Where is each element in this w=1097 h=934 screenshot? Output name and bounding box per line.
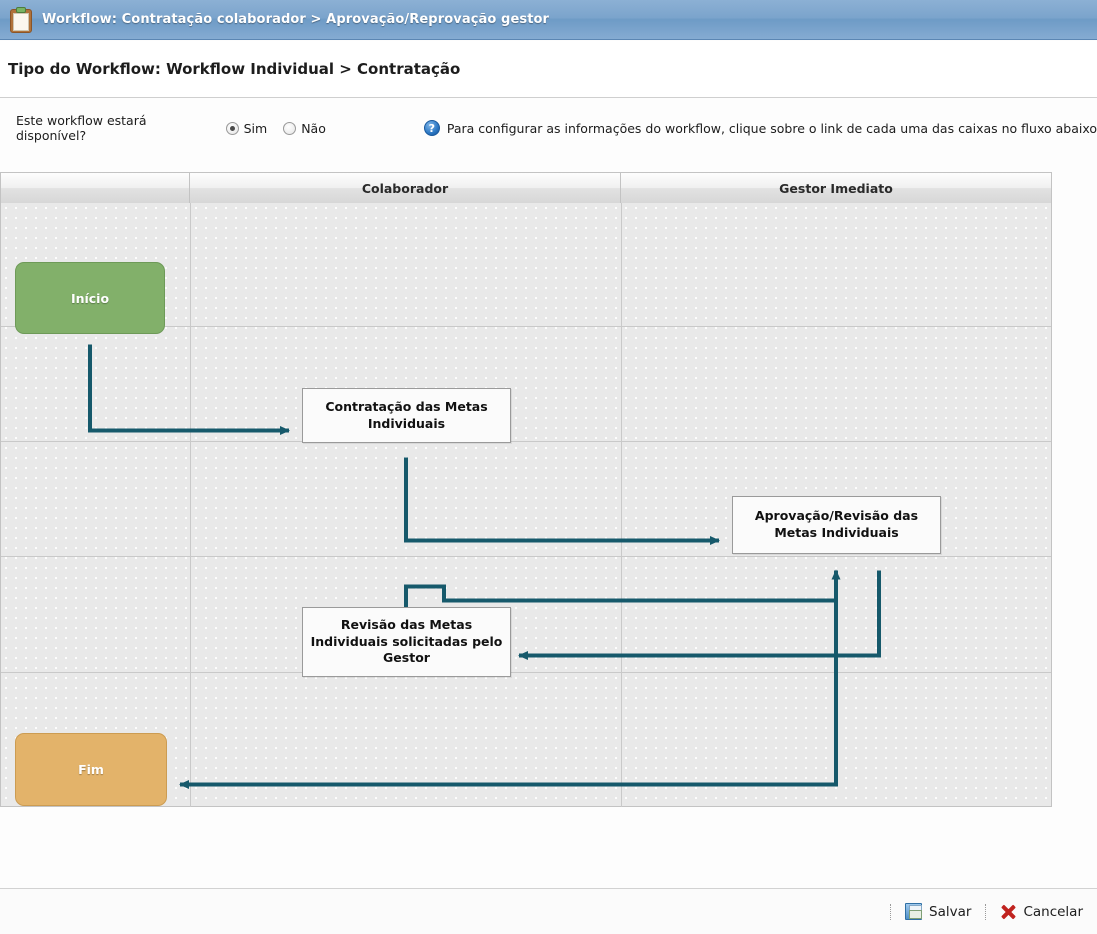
page-heading-bar: Tipo do Workflow: Workflow Individual > …	[0, 41, 1097, 98]
swimlane-header-colaborador: Colaborador	[190, 172, 621, 204]
footer-separator	[985, 903, 987, 920]
save-icon	[905, 903, 923, 920]
breadcrumb: Workflow: Contratação colaborador > Apro…	[42, 12, 550, 27]
grid-line-horizontal	[1, 441, 1051, 442]
availability-label: Este workflow estará disponível?	[16, 113, 147, 143]
connector-aprovacao-fim	[179, 570, 838, 789]
workflow-diagram: Colaborador Gestor Imediato	[0, 172, 1052, 807]
cancel-x-icon	[1000, 904, 1016, 920]
node-aprovacao-revisao-metas-label: Aprovação/Revisão das Metas Individuais	[754, 508, 919, 540]
page-title: Tipo do Workflow: Workflow Individual > …	[8, 60, 461, 78]
hint-text: Para configurar as informações do workfl…	[446, 120, 1097, 136]
grid-line-horizontal	[1, 556, 1051, 557]
diagram-grid: Início Contratação das Metas Individuais…	[0, 203, 1052, 807]
footer-bar: Salvar Cancelar	[0, 888, 1097, 934]
node-revisao-metas-gestor-label: Revisão das Metas Individuais solicitada…	[310, 616, 503, 666]
node-fim[interactable]: Fim	[15, 733, 167, 806]
radio-sim-label: Sim	[243, 120, 268, 136]
save-button-label: Salvar	[929, 903, 972, 920]
cancel-button-label: Cancelar	[1023, 903, 1083, 920]
swimlane-header-row: Colaborador Gestor Imediato	[0, 172, 1052, 204]
radio-sim[interactable]: Sim	[225, 120, 268, 136]
node-inicio-label: Início	[70, 290, 110, 306]
help-icon[interactable]: ?	[423, 120, 440, 136]
save-button[interactable]: Salvar	[905, 903, 971, 920]
node-fim-label: Fim	[78, 762, 104, 777]
grid-line-vertical	[190, 203, 191, 807]
grid-line-horizontal	[1, 672, 1051, 673]
availability-radio-group[interactable]: Sim Não	[225, 120, 342, 136]
node-revisao-metas-gestor[interactable]: Revisão das Metas Individuais solicitada…	[302, 607, 511, 677]
connector-contratacao-aprovacao	[404, 457, 720, 545]
grid-line-vertical	[621, 203, 622, 807]
hint-block: ? Para configurar as informações do work…	[423, 120, 1097, 136]
footer-separator	[890, 903, 892, 920]
options-row: Este workflow estará disponível? Sim Não…	[0, 99, 1097, 157]
radio-sim-dot[interactable]	[225, 121, 239, 135]
swimlane-header-blank	[0, 172, 190, 204]
radio-nao[interactable]: Não	[283, 121, 326, 136]
cancel-button[interactable]: Cancelar	[1000, 904, 1083, 920]
title-bar: Workflow: Contratação colaborador > Apro…	[0, 0, 1097, 40]
node-aprovacao-revisao-metas[interactable]: Aprovação/Revisão das Metas Individuais	[732, 496, 941, 554]
radio-nao-label: Não	[301, 120, 326, 136]
node-contratacao-metas[interactable]: Contratação das Metas Individuais	[302, 388, 511, 443]
connector-aprovacao-revisao	[518, 570, 881, 660]
radio-nao-dot[interactable]	[283, 121, 297, 135]
node-inicio[interactable]: Início	[15, 262, 165, 334]
node-contratacao-metas-label: Contratação das Metas Individuais	[325, 398, 488, 431]
grid-line-horizontal	[1, 326, 1051, 327]
swimlane-header-gestor: Gestor Imediato	[621, 172, 1052, 204]
clipboard-icon	[8, 6, 34, 34]
